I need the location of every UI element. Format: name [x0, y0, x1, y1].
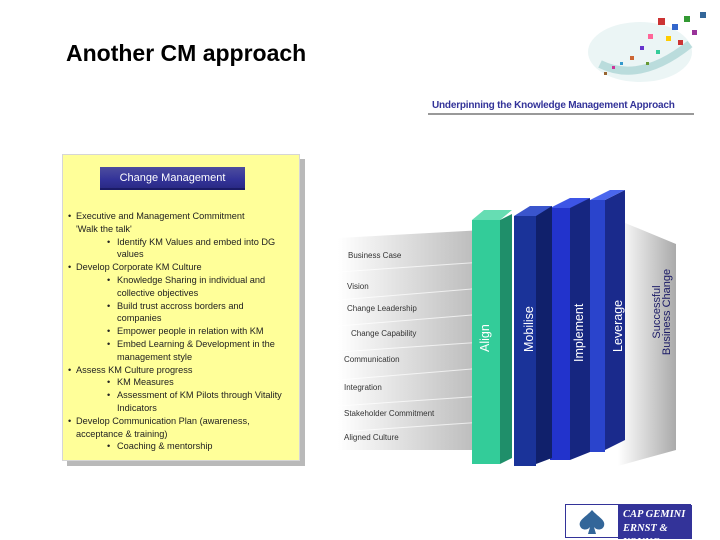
change-staircase-graphic	[337, 230, 485, 450]
step-business-case: Business Case	[348, 251, 402, 260]
phase-pillars-graphic	[472, 190, 676, 466]
sub-bullet-item: •Knowledge Sharing in individual and col…	[107, 274, 266, 298]
phase-leverage-label: Leverage	[611, 299, 625, 352]
sub-bullet-item: •Assessment of KM Pilots through Vitalit…	[107, 390, 282, 413]
sub-bullet-item: •Identify KM Values and embed into DG va…	[107, 236, 276, 260]
bullet-item: 'Walk the talk'	[76, 223, 132, 234]
step-change-leadership: Change Leadership	[347, 304, 417, 313]
sub-bullet-item: •Coaching & mentorship	[107, 441, 213, 452]
section-subtitle: Underpinning the Knowledge Management Ap…	[432, 100, 675, 111]
phase-mobilise-label: Mobilise	[522, 306, 536, 352]
step-change-capability: Change Capability	[351, 329, 417, 338]
company-logo-text: CAP GEMINI ERNST & YOUNG	[618, 505, 692, 540]
result-line-2: Business Change	[661, 268, 673, 356]
cube-cluster-graphic	[588, 12, 706, 82]
successful-business-change-label: Successful Business Change	[651, 252, 673, 372]
change-management-header: Change Management	[100, 167, 245, 190]
bullet-item: •Executive and Management Commitment	[68, 211, 245, 221]
step-vision: Vision	[347, 282, 369, 291]
logo-line-1: CAP GEMINI	[623, 509, 686, 520]
phase-implement-label: Implement	[572, 303, 586, 362]
step-aligned-culture: Aligned Culture	[344, 433, 399, 442]
change-management-panel	[62, 154, 300, 461]
bullet-item: •Assess KM Culture progress	[68, 364, 193, 375]
subtitle-underline	[428, 113, 694, 115]
change-management-header-label: Change Management	[119, 172, 226, 184]
slide-title: Another CM approach	[66, 40, 307, 66]
step-communication: Communication	[344, 355, 400, 364]
sub-bullet-item: •KM Measures	[107, 377, 174, 388]
sub-bullet-item: •Embed Learning & Development in the man…	[107, 338, 275, 362]
logo-line-2: ERNST & YOUNG	[623, 523, 668, 540]
sub-bullet-item: •Empower people in relation with KM	[107, 326, 264, 337]
sub-bullet-item: •Build trust accross borders and compani…	[107, 300, 244, 324]
company-logo: CAP GEMINI ERNST & YOUNG	[565, 504, 692, 540]
bullet-item: •Develop Corporate KM Culture	[68, 262, 202, 273]
phase-align-label: Align	[478, 324, 492, 352]
step-integration: Integration	[344, 383, 382, 392]
spade-logo-icon	[568, 507, 616, 537]
step-stakeholder-commitment: Stakeholder Commitment	[344, 409, 435, 418]
change-management-bullets: •Executive and Management Commitment 'Wa…	[67, 210, 295, 453]
bullet-item: •Develop Communication Plan (awareness, …	[68, 415, 250, 439]
